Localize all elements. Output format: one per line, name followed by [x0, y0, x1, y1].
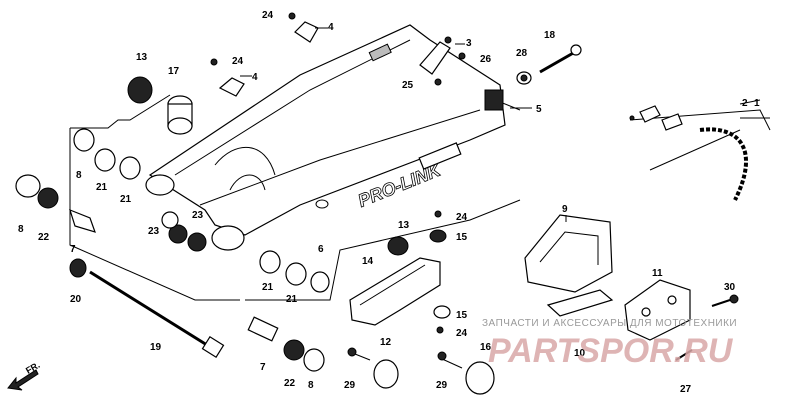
label-18: 18 — [544, 30, 556, 41]
label-15b: 15 — [456, 310, 468, 321]
label-8a: 8 — [76, 170, 82, 181]
label-1: 1 — [754, 98, 760, 109]
pivot-shaft — [89, 270, 225, 359]
chain-slider — [347, 210, 495, 395]
label-23a: 23 — [148, 226, 160, 237]
label-24a: 24 — [262, 10, 274, 21]
watermark-tagline: ЗАПЧАСТИ И АКСЕССУАРЫ ДЛЯ МОТОТЕХНИКИ — [482, 318, 737, 329]
label-3: 3 — [466, 38, 472, 49]
label-9: 9 — [562, 204, 568, 215]
label-11: 11 — [652, 268, 663, 279]
label-29b: 29 — [436, 380, 448, 391]
label-24c: 24 — [456, 212, 468, 223]
front-marker-text: FR. — [24, 360, 42, 376]
label-25: 25 — [402, 80, 414, 91]
label-4b: 4 — [252, 72, 258, 83]
label-15a: 15 — [456, 232, 468, 243]
label-21c: 21 — [262, 282, 274, 293]
label-26: 26 — [480, 54, 492, 65]
part-labels: 1 2 3 4 4 5 6 7 7 8 8 8 9 10 11 12 13 13… — [18, 10, 760, 395]
label-16: 16 — [480, 342, 492, 353]
leader-lines — [240, 27, 770, 222]
label-21a: 21 — [96, 182, 108, 193]
label-19: 19 — [150, 342, 162, 353]
watermark-logo-text: PARTSPOR.RU — [488, 332, 734, 370]
label-21b: 21 — [120, 194, 132, 205]
label-7a: 7 — [70, 244, 76, 255]
label-23b: 23 — [192, 210, 204, 221]
label-21d: 21 — [286, 294, 298, 305]
label-24b: 24 — [232, 56, 244, 67]
label-14: 14 — [362, 256, 374, 267]
label-29a: 29 — [344, 380, 356, 391]
chain-guide — [524, 214, 739, 361]
label-30: 30 — [724, 282, 736, 293]
bushings-left — [15, 76, 207, 278]
label-5: 5 — [536, 104, 542, 115]
label-28: 28 — [516, 48, 528, 59]
label-8c: 8 — [308, 380, 314, 391]
label-13b: 13 — [398, 220, 410, 231]
bushings-right — [247, 250, 330, 372]
label-4a: 4 — [328, 22, 334, 33]
label-10: 10 — [574, 348, 586, 359]
label-27: 27 — [680, 384, 692, 395]
drive-chain — [629, 105, 771, 201]
label-22b: 22 — [284, 378, 296, 389]
label-8b: 8 — [18, 224, 24, 235]
label-20: 20 — [70, 294, 82, 305]
label-13a: 13 — [136, 52, 148, 63]
top-right-bolts — [516, 44, 582, 85]
label-6: 6 — [318, 244, 324, 255]
label-7b: 7 — [260, 362, 266, 373]
label-12: 12 — [380, 337, 392, 348]
front-direction-marker: FR. — [7, 360, 42, 391]
label-22a: 22 — [38, 232, 50, 243]
top-brackets — [210, 12, 466, 97]
watermark: ЗАПЧАСТИ И АКСЕССУАРЫ ДЛЯ МОТОТЕХНИКИ PA… — [482, 318, 737, 370]
label-2: 2 — [742, 98, 748, 109]
label-17: 17 — [168, 66, 180, 77]
label-24d: 24 — [456, 328, 468, 339]
